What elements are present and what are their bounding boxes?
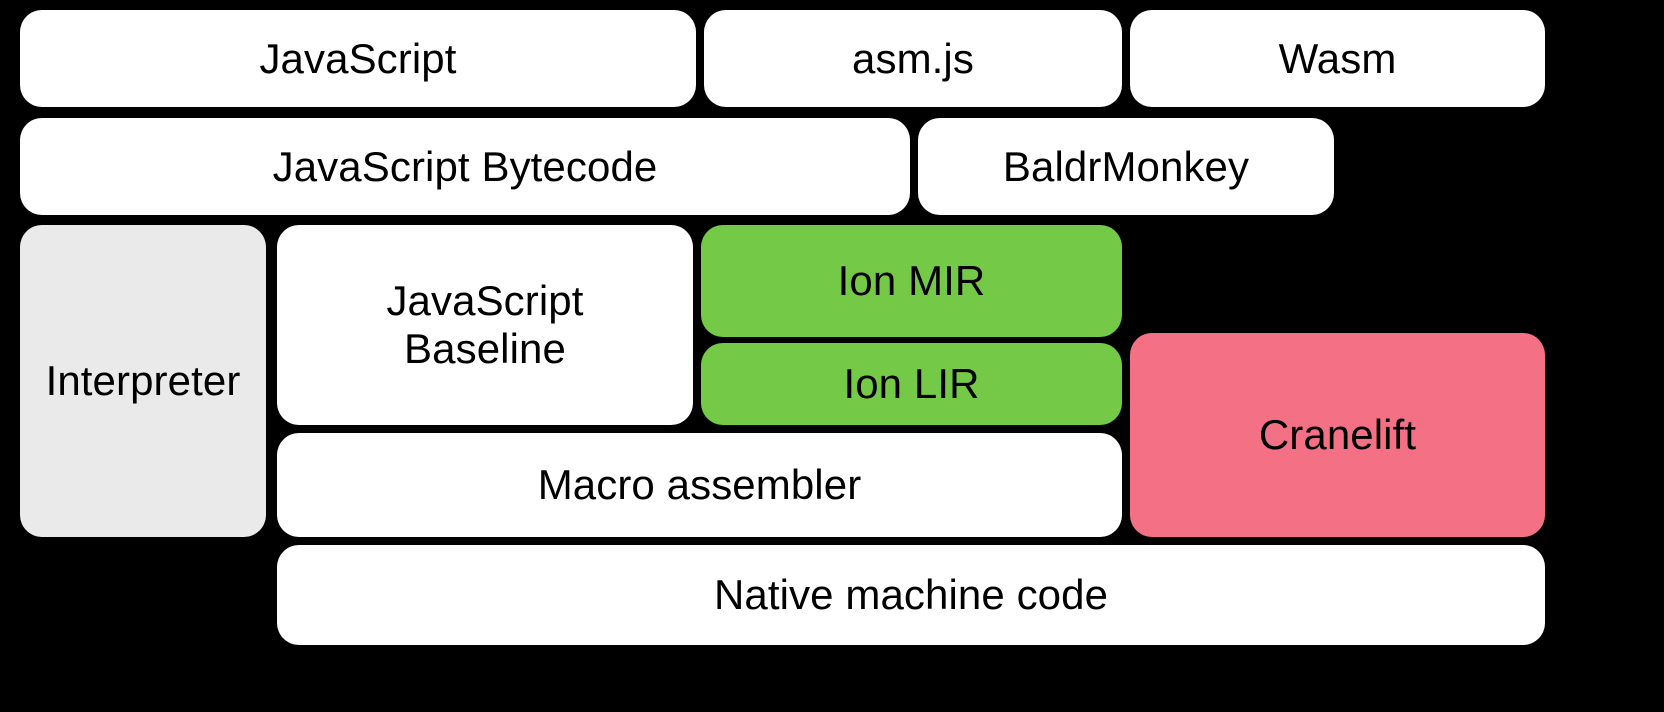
- node-baldrmonkey: BaldrMonkey: [918, 118, 1334, 215]
- node-asm-js: asm.js: [704, 10, 1122, 107]
- node-javascript: JavaScript: [20, 10, 696, 107]
- node-wasm: Wasm: [1130, 10, 1545, 107]
- node-macro-assembler: Macro assembler: [277, 433, 1122, 537]
- node-interpreter: Interpreter: [20, 225, 266, 537]
- node-javascript-baseline: JavaScript Baseline: [277, 225, 693, 425]
- node-ion-mir: Ion MIR: [701, 225, 1122, 337]
- node-cranelift: Cranelift: [1130, 333, 1545, 537]
- node-ion-lir: Ion LIR: [701, 343, 1122, 425]
- node-native-machine-code: Native machine code: [277, 545, 1545, 645]
- node-javascript-bytecode: JavaScript Bytecode: [20, 118, 910, 215]
